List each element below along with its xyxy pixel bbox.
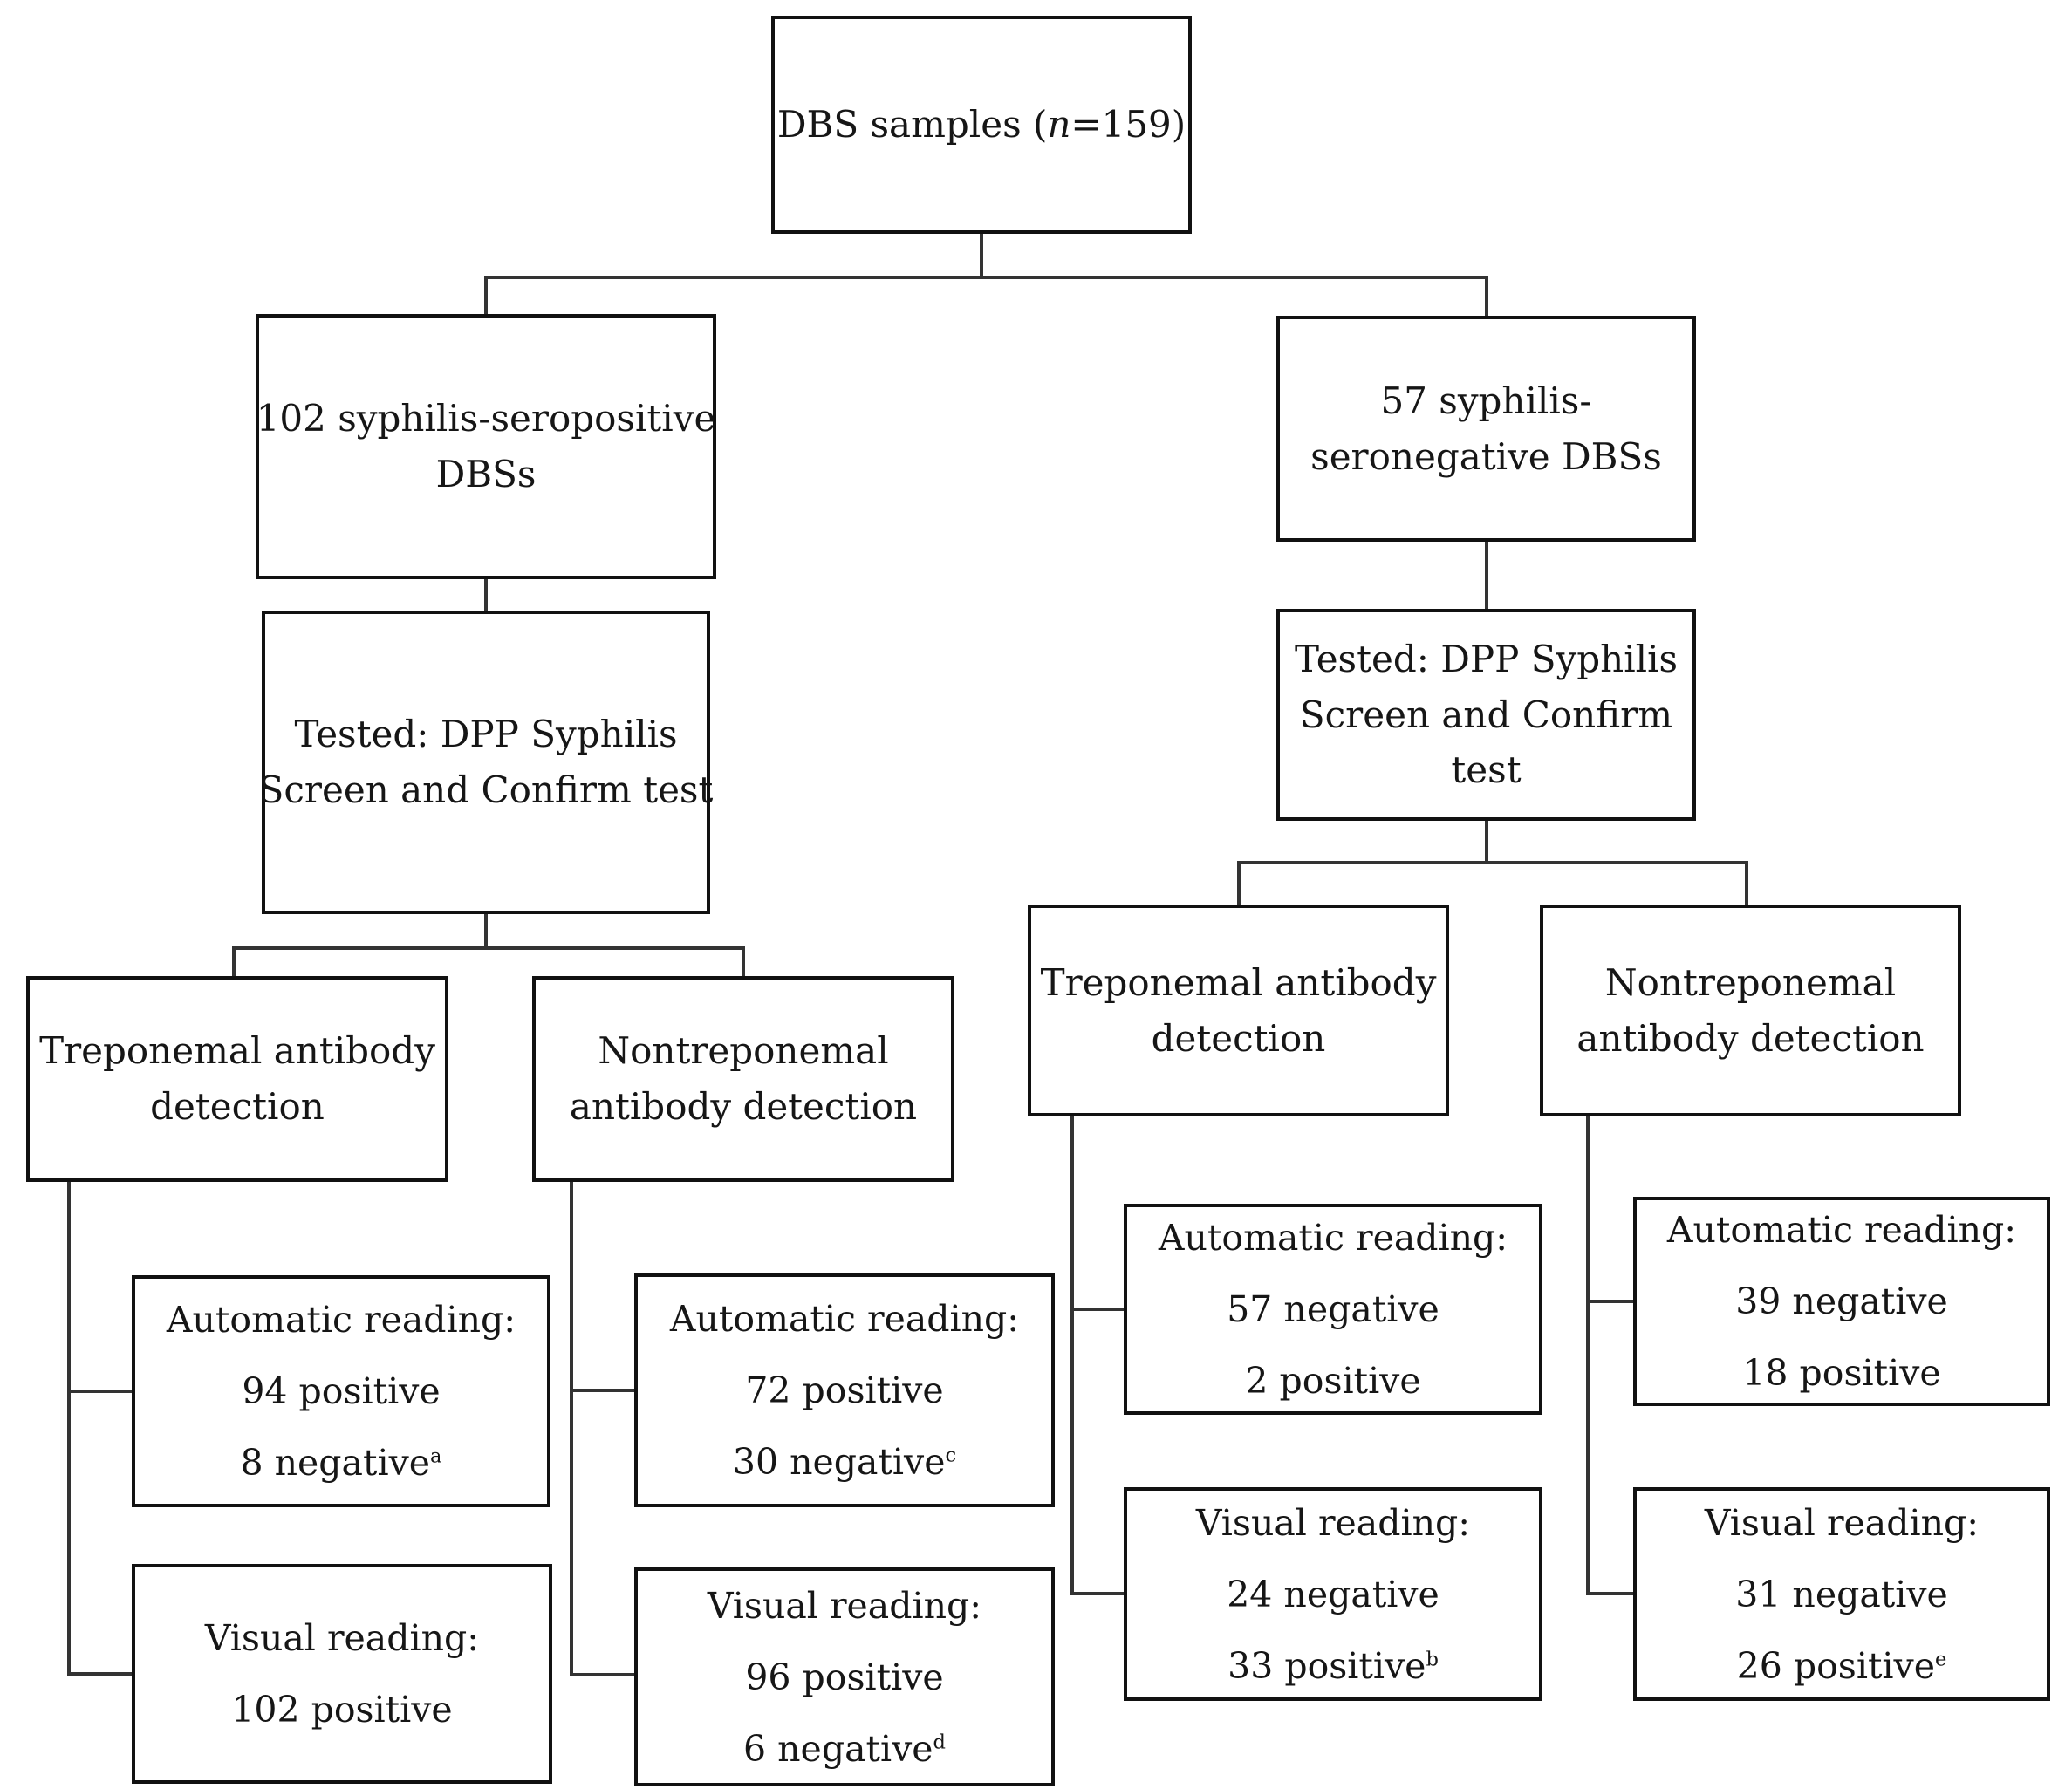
box-nontrep-right-line1: Nontreponemal xyxy=(1604,960,1897,1004)
box-auto-nontrep-left-line3: 30 negativec xyxy=(732,1441,957,1483)
connector-auto-nontrep-left-stub xyxy=(570,1389,638,1392)
box-visual-trep-left: Visual reading: 102 positive xyxy=(132,1564,552,1784)
box-tested-left: Tested: DPP Syphilis Screen and Confirm … xyxy=(259,611,713,914)
box-auto-nontrep-right-line2: 39 negative xyxy=(1735,1280,1948,1322)
box-dbs-samples: DBS samples (n=159) xyxy=(771,16,1192,234)
box-auto-trep-left-line2: 94 positive xyxy=(242,1370,441,1412)
box-tested-right: Tested: DPP Syphilis Screen and Confirm … xyxy=(1276,609,1696,821)
connector-nontrep-left-branch xyxy=(570,1182,573,1676)
box-trep-left-line2: detection xyxy=(150,1085,325,1128)
box-auto-trep-right-line3: 2 positive xyxy=(1245,1360,1421,1402)
box-visual-nontrep-left-line3: 6 negatived xyxy=(743,1727,946,1770)
box-visual-nontrep-right: Visual reading: 31 negative 26 positivee xyxy=(1633,1487,2050,1701)
box-visual-trep-right-line2: 24 negative xyxy=(1227,1573,1439,1615)
box-auto-nontrep-left-line2: 72 positive xyxy=(745,1369,944,1411)
connector-tested-right-stub xyxy=(1485,819,1488,864)
box-auto-trep-right-line1: Automatic reading: xyxy=(1158,1217,1508,1259)
connector-nontrep-right-drop xyxy=(1745,861,1748,908)
box-tested-left-line1: Tested: DPP Syphilis xyxy=(294,713,678,756)
box-auto-nontrep-left-line1: Automatic reading: xyxy=(669,1298,1020,1340)
box-tested-right-line1: Tested: DPP Syphilis xyxy=(1294,637,1679,680)
box-seronegative-line2: seronegative DBSs xyxy=(1310,434,1662,478)
box-auto-trep-left-line1: Automatic reading: xyxy=(166,1299,516,1341)
box-nontrep-left-line2: antibody detection xyxy=(569,1085,918,1128)
box-seropositive-line2: DBSs xyxy=(435,453,537,495)
box-auto-nontrep-left: Automatic reading: 72 positive 30 negati… xyxy=(634,1273,1055,1507)
box-auto-trep-left-line3: 8 negativea xyxy=(240,1442,442,1484)
connector-visual-nontrep-left-stub xyxy=(570,1673,638,1676)
box-visual-trep-right-line1: Visual reading: xyxy=(1195,1501,1471,1544)
connector-root-stub xyxy=(980,232,983,279)
box-trep-left: Treponemal antibody detection xyxy=(26,976,448,1182)
connector-nontrep-left-drop xyxy=(742,946,745,980)
connector-root-split xyxy=(484,276,1488,279)
connector-tested-left-split xyxy=(232,946,745,950)
connector-seropositive-tested xyxy=(484,579,488,614)
box-tested-right-line3: test xyxy=(1451,748,1522,792)
footnote-marker-d: d xyxy=(933,1730,946,1753)
box-auto-trep-right: Automatic reading: 57 negative 2 positiv… xyxy=(1124,1204,1542,1415)
connector-auto-nontrep-right-stub xyxy=(1586,1300,1637,1303)
box-trep-right-line2: detection xyxy=(1151,1016,1326,1060)
box-seronegative-line1: 57 syphilis- xyxy=(1380,379,1592,422)
connector-visual-trep-right-stub xyxy=(1070,1592,1127,1595)
box-auto-nontrep-right: Automatic reading: 39 negative 18 positi… xyxy=(1633,1197,2050,1406)
box-seropositive-line1: 102 syphilis-seropositive xyxy=(256,397,716,440)
box-auto-nontrep-right-line1: Automatic reading: xyxy=(1666,1209,2017,1251)
box-nontrep-right: Nontreponemal antibody detection xyxy=(1540,905,1961,1116)
box-visual-trep-left-line2: 102 positive xyxy=(231,1689,453,1731)
box-auto-nontrep-right-line3: 18 positive xyxy=(1742,1352,1941,1394)
box-dbs-samples-label: DBS samples (n=159) xyxy=(776,103,1186,147)
box-trep-right: Treponemal antibody detection xyxy=(1028,905,1449,1116)
box-trep-right-line1: Treponemal antibody xyxy=(1040,960,1437,1004)
connector-trep-right-drop xyxy=(1237,861,1241,908)
box-trep-left-line1: Treponemal antibody xyxy=(39,1029,435,1073)
box-visual-nontrep-left: Visual reading: 96 positive 6 negatived xyxy=(634,1567,1055,1786)
footnote-marker-e: e xyxy=(1934,1647,1947,1670)
box-nontrep-left: Nontreponemal antibody detection xyxy=(532,976,954,1182)
connector-trep-right-branch xyxy=(1070,1116,1074,1595)
box-tested-left-line2: Screen and Confirm test xyxy=(258,768,714,811)
box-seronegative: 57 syphilis- seronegative DBSs xyxy=(1276,316,1696,542)
connector-trep-left-branch xyxy=(67,1182,71,1676)
box-visual-nontrep-right-line2: 31 negative xyxy=(1735,1573,1948,1615)
connector-auto-trep-left-stub xyxy=(67,1390,135,1393)
box-tested-right-line2: Screen and Confirm xyxy=(1299,693,1673,736)
box-nontrep-right-line2: antibody detection xyxy=(1576,1016,1925,1060)
box-visual-nontrep-right-line1: Visual reading: xyxy=(1704,1501,1980,1544)
box-visual-trep-right: Visual reading: 24 negative 33 positiveb xyxy=(1124,1487,1542,1701)
connector-seronegative-tested xyxy=(1485,542,1488,611)
connector-nontrep-right-branch xyxy=(1586,1116,1590,1595)
box-visual-nontrep-left-line2: 96 positive xyxy=(745,1656,944,1698)
box-auto-trep-right-line2: 57 negative xyxy=(1227,1288,1439,1330)
box-visual-nontrep-left-line1: Visual reading: xyxy=(707,1584,982,1627)
connector-auto-trep-right-stub xyxy=(1070,1308,1127,1311)
footnote-marker-b: b xyxy=(1426,1647,1439,1670)
box-visual-trep-right-line3: 33 positiveb xyxy=(1227,1644,1439,1687)
box-visual-nontrep-right-line3: 26 positivee xyxy=(1736,1644,1947,1687)
connector-visual-nontrep-right-stub xyxy=(1586,1592,1637,1595)
box-seropositive: 102 syphilis-seropositive DBSs xyxy=(256,314,716,579)
connector-trep-left-drop xyxy=(232,946,236,980)
box-auto-trep-left: Automatic reading: 94 positive 8 negativ… xyxy=(132,1275,550,1507)
footnote-marker-c: c xyxy=(945,1444,957,1467)
connector-visual-trep-left-stub xyxy=(67,1672,135,1676)
connector-tested-right-split xyxy=(1237,861,1748,864)
connector-tested-left-stub xyxy=(484,914,488,949)
connector-seronegative-drop xyxy=(1485,276,1488,319)
connector-seropositive-drop xyxy=(484,276,488,318)
box-nontrep-left-line1: Nontreponemal xyxy=(598,1029,889,1073)
footnote-marker-a: a xyxy=(430,1444,442,1468)
box-visual-trep-left-line1: Visual reading: xyxy=(204,1617,480,1659)
